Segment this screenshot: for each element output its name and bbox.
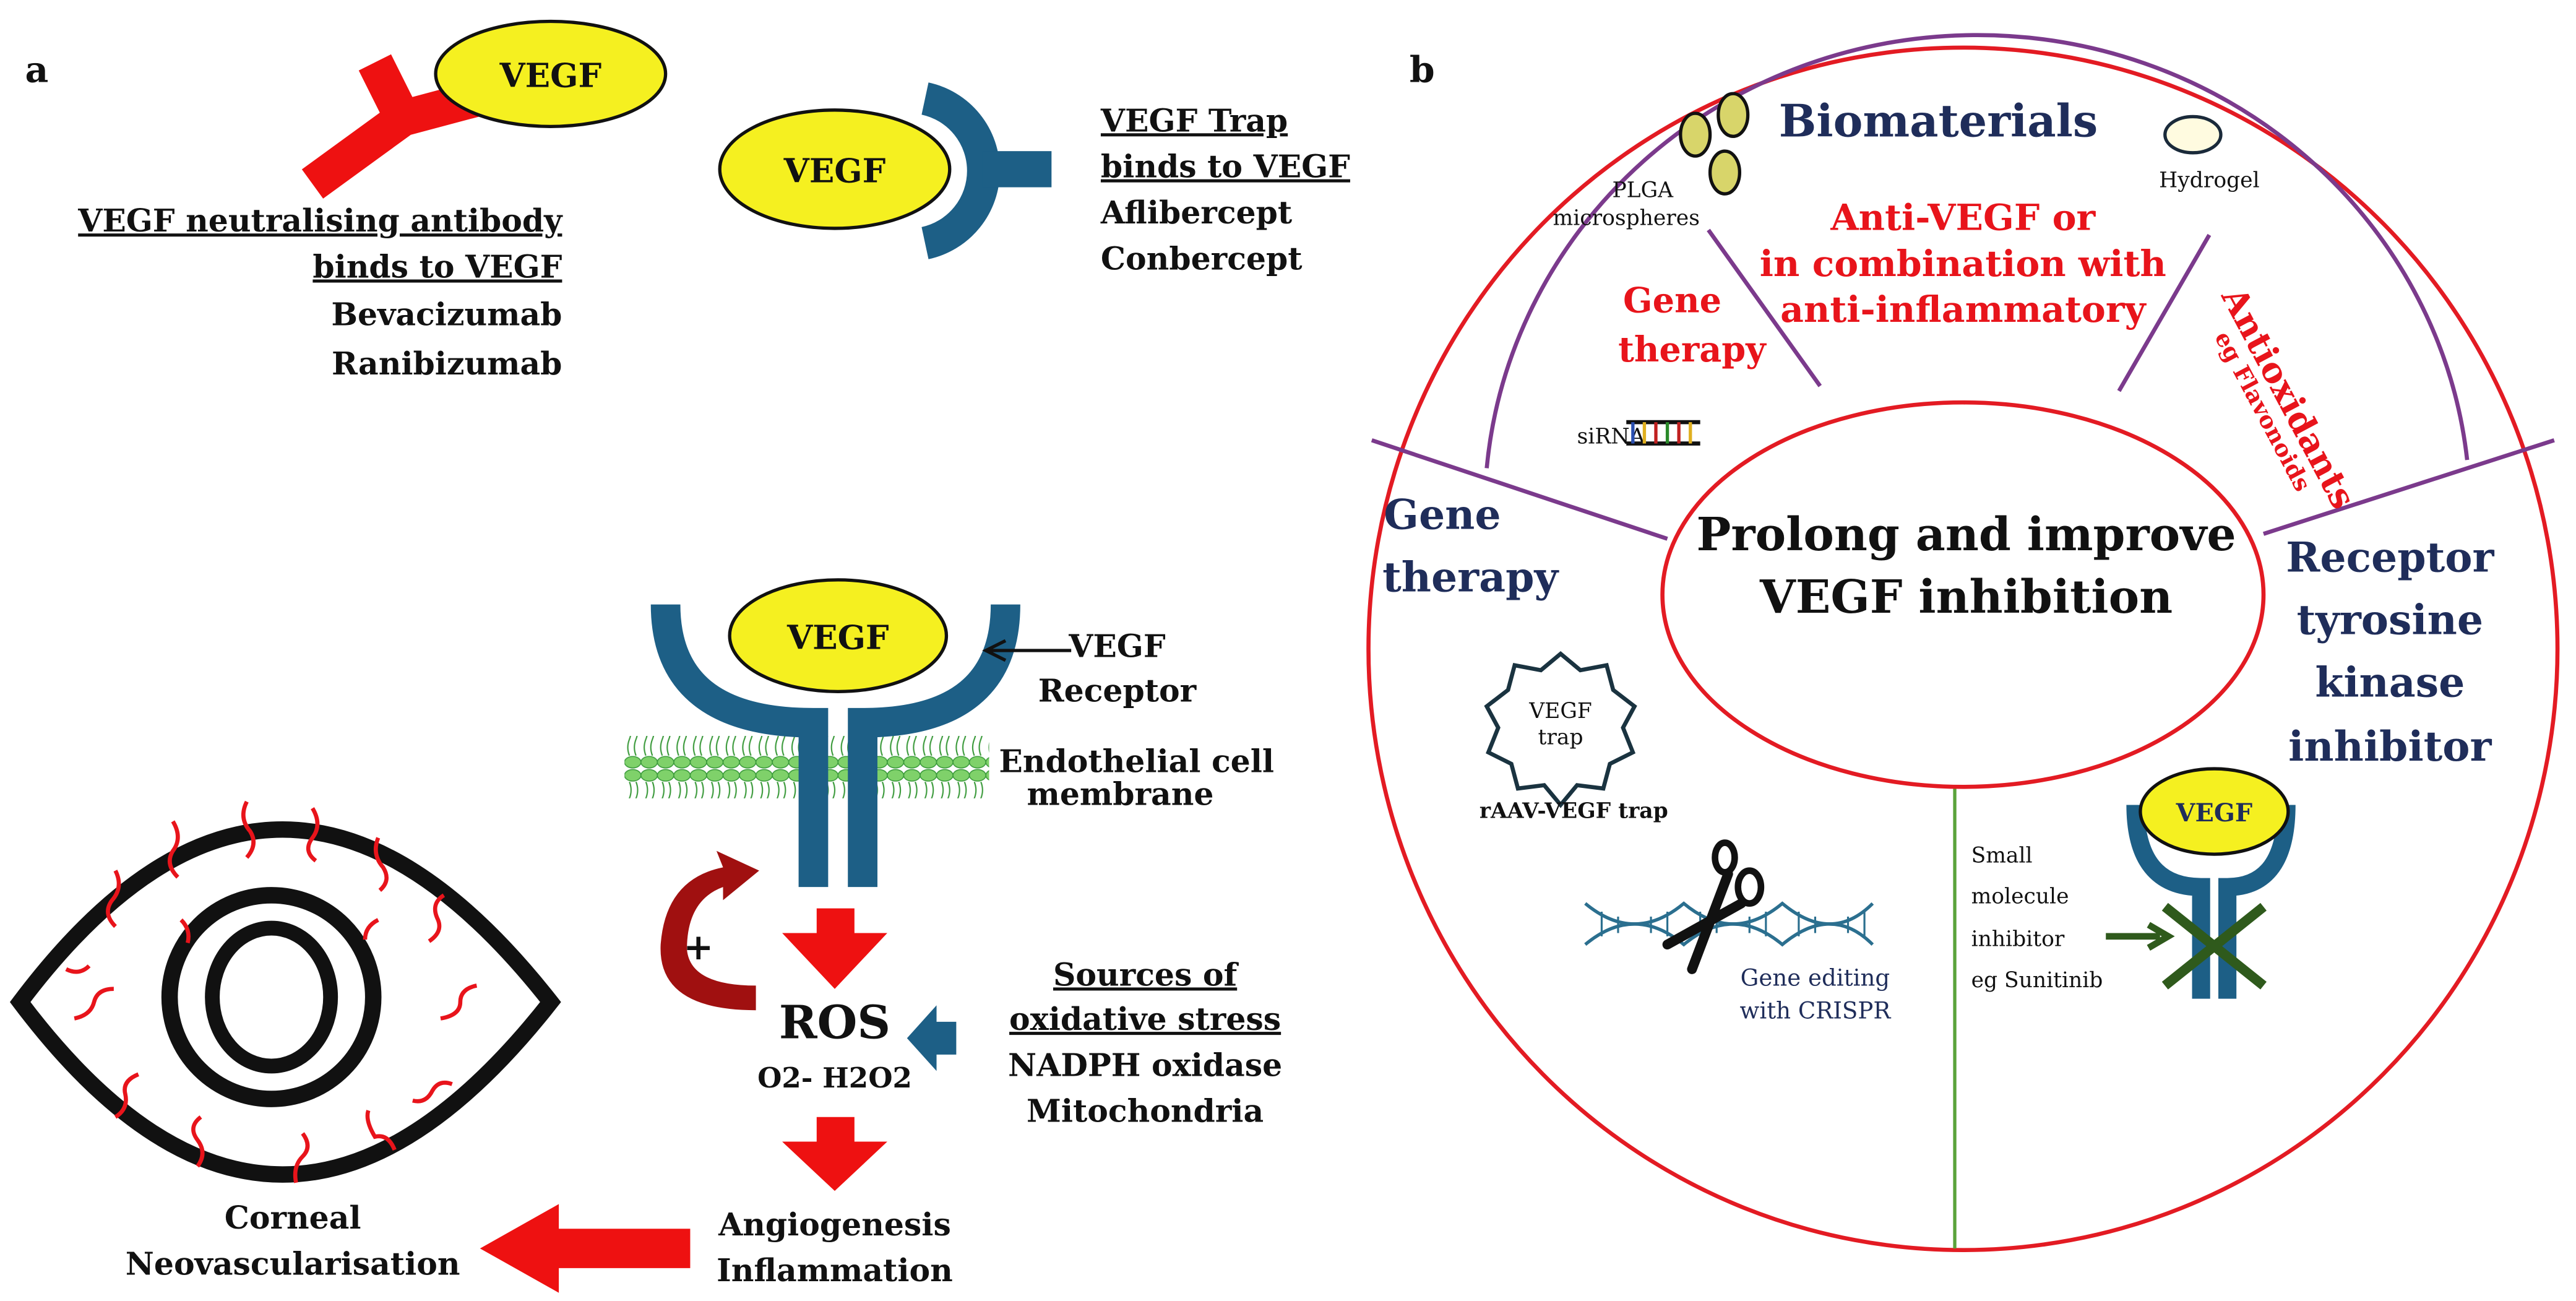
left-arrow-icon [907,1005,957,1071]
scissors-icon [1662,839,1765,974]
vegf-ellipse [718,108,952,230]
vegf-trap-group: VEGF VEGF Trap binds to VEGF Aflibercept… [718,82,1350,277]
vegf-ellipse [434,19,668,129]
trap-subtitle: binds to VEGF [1101,149,1350,185]
ring-dividers [1371,228,2555,541]
vegf-label: VEGF [2176,799,2252,828]
panel-a: a VEGF VEGF neutralising antibody binds … [9,19,1350,1293]
antibody-title: VEGF neutralising antibody [77,202,563,239]
biomaterials-title: Biomaterials [1779,95,2098,147]
dna-helix-icon [1584,901,1874,947]
membrane-label: Endothelial cell [999,743,1274,779]
inhibitor-arrow-icon [2106,922,2175,951]
antibody-subtitle: binds to VEGF [312,249,562,285]
outer-ring [1366,45,2560,1253]
crispr-label: with CRISPR [1740,998,1892,1024]
small-molecule-label: molecule [1971,884,2069,909]
trap-title: VEGF Trap [1100,102,1288,139]
eye-label: Corneal [225,1199,361,1236]
plga-microspheres-icon [1679,92,1750,196]
feedback-arrow-icon [660,850,759,1011]
rtk-label: inhibitor [2288,722,2492,771]
vegf-trap-badge-label: VEGF [1528,699,1592,724]
left-arrow-icon [480,1204,691,1293]
drug-bevacizumab: Bevacizumab [331,296,562,333]
small-molecule-label: Small [1971,843,2033,868]
eye-label: Neovascularisation [126,1246,460,1282]
pointer-arrow-icon [982,639,1072,662]
center-title: VEGF inhibition [1759,569,2173,624]
receptor-icon [650,604,1020,888]
inner-ring [1660,400,2266,789]
gene-therapy-outer-label: therapy [1382,553,1559,601]
drug-aflibercept: Aflibercept [1100,194,1293,231]
anti-vegf-label: Anti-VEGF or [1830,196,2096,239]
receptor-label: VEGF [1068,628,1166,665]
drug-conbercept: Conbercept [1101,240,1303,277]
antibody-group: VEGF VEGF neutralising antibody binds to… [77,19,668,382]
gene-therapy-outer-label: Gene [1384,491,1501,539]
membrane-label: membrane [1027,776,1214,812]
hydrogel-label: Hydrogel [2159,168,2259,193]
outcome-inflammation: Inflammation [717,1252,953,1289]
raav-label: rAAV-VEGF trap [1480,799,1668,824]
panel-b-label: b [1410,48,1435,91]
anti-vegf-label: in combination with [1760,242,2166,285]
vegf-label: VEGF [499,56,602,95]
ros-title: ROS [779,995,890,1049]
vegf-label: VEGF [783,152,886,191]
hydrogel-icon [2163,115,2223,155]
drug-ranibizumab: Ranibizumab [332,345,562,382]
panel-a-label: a [25,48,49,91]
receptor-group: VEGF VEGF Receptor Endothelial cell memb… [624,578,1274,888]
center-title: Prolong and improve [1697,507,2236,561]
vegf-ellipse [728,578,949,694]
plga-label: PLGA [1612,178,1674,202]
rtk-label: tyrosine [2297,595,2483,644]
small-molecule-label: inhibitor [1971,927,2065,952]
sirna-icon [1626,420,1700,446]
rtk-label: kinase [2315,658,2465,706]
middle-ring [1484,33,2470,469]
gene-therapy-inner-label: Gene [1623,280,1721,321]
trap-stem [982,151,1052,188]
gene-therapy-inner-label: therapy [1618,330,1767,370]
ros-species: O2- H2O2 [757,1061,912,1094]
vegf-trap-badge-icon [1484,650,1637,808]
sources-title: oxidative stress [1009,1001,1281,1037]
outcome-angiogenesis: Angiogenesis [718,1206,951,1243]
vegf-label: VEGF [786,618,889,657]
receptor-label: Receptor [1038,672,1197,709]
vegf-trap-badge-label: trap [1538,725,1583,750]
down-arrow-icon [782,1117,887,1191]
eye-icon [9,800,561,1183]
anti-vegf-label: anti-inflammatory [1780,288,2147,331]
crispr-label: Gene editing [1741,964,1890,991]
positive-feedback-sign: + [683,925,713,968]
source-mitochondria: Mitochondria [1027,1093,1264,1130]
down-arrow-icon [782,908,887,989]
small-molecule-label: eg Sunitinib [1971,968,2103,993]
rtk-receptor-icon [2126,767,2296,999]
rtk-label: Receptor [2286,534,2494,582]
panel-b: b Biomaterials PLGA microspheres Hydroge… [1366,33,2560,1253]
sources-title: Sources of [1053,956,1239,993]
plga-label: microspheres [1553,206,1700,231]
source-nadph-oxidase: NADPH oxidase [1008,1047,1282,1083]
inhibition-x-icon [2161,902,2267,990]
